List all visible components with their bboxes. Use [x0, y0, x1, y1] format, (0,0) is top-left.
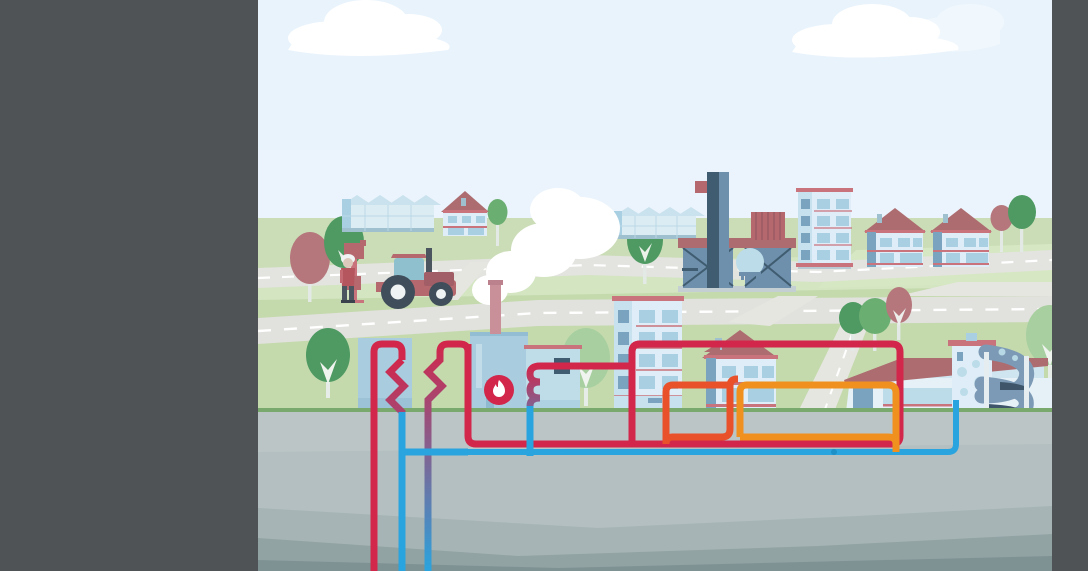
- villa-b: [930, 208, 992, 267]
- villa-a: [864, 208, 926, 267]
- heat-exchanger-coil-plant[interactable]: [526, 362, 541, 452]
- pool-branch-warm[interactable]: [736, 381, 900, 444]
- house-branch-warm-left[interactable]: [662, 381, 730, 444]
- tree-near-house: [1026, 305, 1052, 384]
- tractor: [376, 248, 456, 309]
- tree-farmhouse-side: [487, 199, 508, 246]
- worker: [340, 254, 355, 303]
- scene-viewport: [258, 0, 1052, 571]
- apartment-block: [612, 296, 684, 410]
- block-branch-hot[interactable]: [628, 340, 892, 444]
- gas-sphere: [736, 248, 764, 280]
- tree-far-right-pair: [990, 195, 1036, 252]
- plant-chimney: [488, 280, 503, 334]
- tower-block-far: [796, 188, 853, 269]
- deep-borehole-cold-pipe[interactable]: [398, 412, 468, 571]
- tree-right-pair: [839, 298, 891, 351]
- scene-svg: [258, 0, 1052, 571]
- flame-icon[interactable]: [484, 375, 514, 405]
- greenhouse-left: [342, 195, 441, 232]
- return-main-node: [831, 449, 837, 455]
- tree-plant-left: [306, 328, 350, 398]
- cloud-left: [288, 0, 450, 56]
- cloud-right-front: [792, 4, 959, 58]
- road-branch-right: [728, 296, 818, 326]
- pool-branch-warm-base[interactable]: [740, 433, 900, 452]
- deep-borehole-hot-pipe[interactable]: [370, 340, 406, 571]
- farmhouse: [441, 191, 489, 236]
- grass-surface-line: [258, 408, 1052, 412]
- smoke-plume: [472, 188, 620, 305]
- road-access-pool: [898, 282, 1052, 296]
- tree-red-roadside: [886, 287, 912, 340]
- ground-layer-5: [258, 556, 1052, 571]
